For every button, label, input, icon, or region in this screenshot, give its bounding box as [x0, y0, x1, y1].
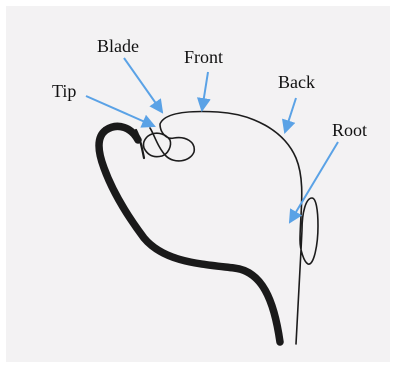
blade-label: Blade	[97, 36, 139, 56]
root-label: Root	[332, 120, 367, 140]
front-label: Front	[184, 47, 223, 67]
back-label: Back	[278, 72, 315, 92]
tip-label: Tip	[52, 81, 76, 101]
